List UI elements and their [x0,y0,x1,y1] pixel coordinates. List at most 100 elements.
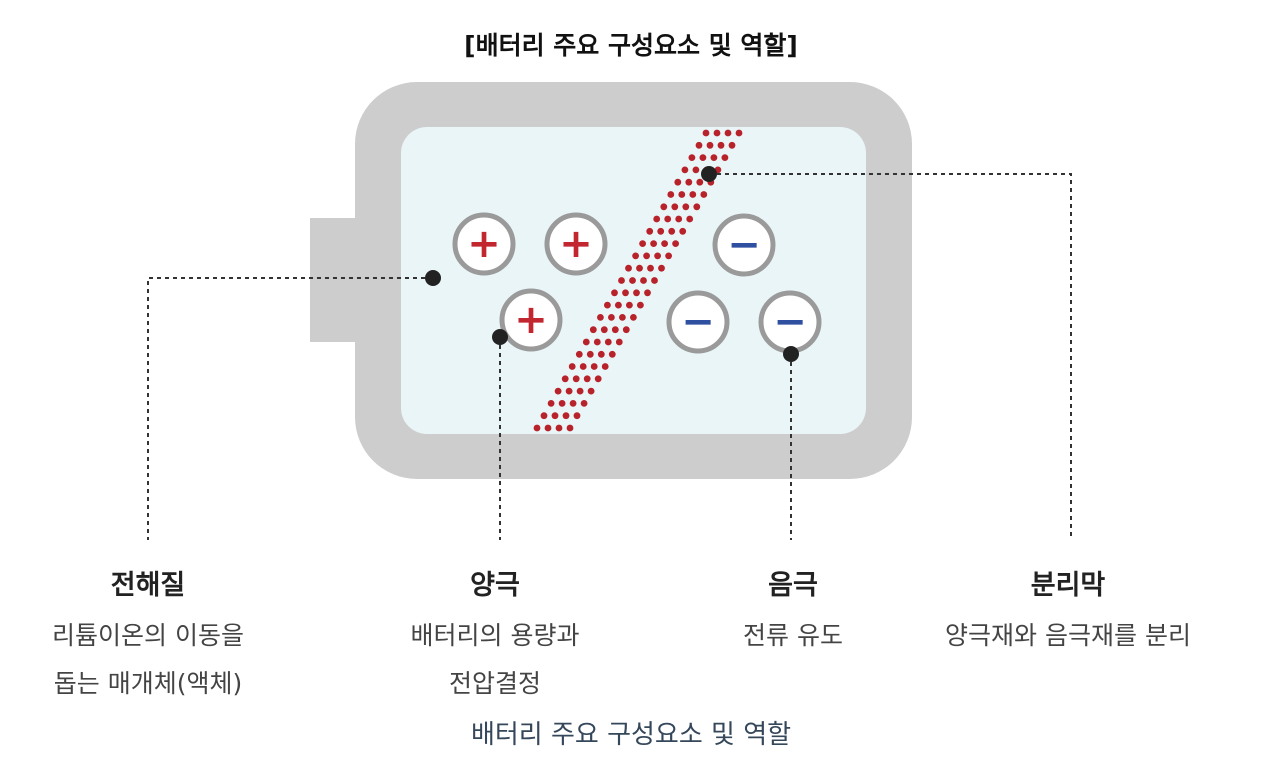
separator-dot [597,350,605,358]
separator-dot [576,387,584,395]
separator-dot [674,178,682,186]
plus-sign: + [514,297,548,343]
pointer-dot-electrolyte [425,270,441,286]
separator-dot [678,191,686,198]
separator-dot [646,227,654,235]
plus-sign: + [467,221,501,267]
separator-dot [554,387,562,395]
separator-dot [639,240,646,248]
cathode-label: 양극 배터리의 용량과 전압결정 [365,563,625,708]
separator-dot [533,424,541,432]
separator-dot [558,400,566,407]
separator-dot [597,314,604,321]
separator-dot [651,277,658,284]
separator-dot [637,301,644,309]
separator-dot [710,154,718,162]
separator-dot [706,141,714,149]
separator-dot [672,240,679,248]
separator-dot [721,154,729,162]
diagram-title: [배터리 주요 구성요소 및 역할] [464,31,798,60]
separator-band [533,129,743,432]
separator-dot [604,301,611,309]
anode-desc-line1: 전류 유도 [743,621,843,650]
separator-dot [622,289,629,297]
separator-dot [544,424,552,432]
separator-dot [685,178,693,186]
separator-dot [702,129,710,137]
separator-dot [589,326,597,334]
separator-dot [569,400,577,407]
separator-dot [695,141,703,149]
separator-dot [615,301,622,309]
separator-dot [667,191,675,198]
minus-sign: − [681,299,715,345]
separator-dot [566,424,574,432]
electrolyte-desc-line2: 돕는 매개체(액체) [53,669,243,698]
separator-dot [551,412,559,420]
separator-dot [572,375,580,383]
separator-label: 분리막 양극재와 음극재를 분리 [898,563,1238,660]
separator-dot [675,215,683,223]
pointer-dot-separator [701,166,717,182]
electrolyte-label: 전해질 리튬이온의 이동을 돕는 매개체(액체) [18,563,278,708]
separator-dot [647,264,654,272]
separator-dot [547,400,555,407]
anode-name: 음극 [768,570,818,601]
separator-dot [700,191,708,198]
separator-dot [619,314,626,321]
separator-dot [611,326,619,334]
separator-dot [587,387,595,395]
cathode-desc-line2: 전압결정 [448,669,541,698]
separator-dot [689,191,697,198]
separator-dot [713,129,721,137]
separator-dot [668,227,676,235]
separator-dot [579,363,587,370]
separator-dot [575,350,583,358]
separator-dot [724,129,732,137]
separator-dot [658,264,665,272]
separator-dot [608,350,616,358]
leader-line-electrolyte [147,277,433,540]
separator-dot [632,252,639,260]
separator-dot [681,166,689,174]
separator-desc-line1: 양극재와 음극재를 분리 [945,621,1191,650]
separator-dot [594,375,602,383]
separator-dot [604,338,612,346]
separator-dot [601,363,609,370]
minus-sign: − [773,299,807,345]
separator-dot [540,412,548,420]
electron-minus: − [712,213,776,277]
separator-dot [630,314,637,321]
separator-dot [692,166,700,174]
separator-dot [583,375,591,383]
separator-dot [650,240,657,248]
pointer-dot-anode [783,346,799,362]
separator-dot [611,289,618,297]
cathode-name: 양극 [470,570,520,601]
separator-dot [664,215,672,223]
separator-dot [644,289,651,297]
plus-sign: + [559,221,593,267]
electron-minus: − [666,290,730,354]
separator-dot [636,264,643,272]
separator-dot [618,277,625,284]
electron-minus: − [758,290,822,354]
electrolyte-name: 전해질 [110,570,186,601]
lithium-ion-plus: + [452,212,516,276]
leader-line-separator [709,173,1072,540]
separator-dot [660,203,668,211]
separator-dot [590,363,598,370]
separator-dot [688,154,696,162]
separator-dot [653,215,661,223]
separator-dot [654,252,661,260]
figure-caption: 배터리 주요 구성요소 및 역할 [470,720,792,750]
separator-dot [573,412,581,420]
separator-dot [696,178,704,186]
separator-dot [625,264,632,272]
separator-dot [699,154,707,162]
separator-dot [622,326,630,334]
separator-dot [682,203,690,211]
separator-dot [633,289,640,297]
separator-dot [693,203,701,211]
